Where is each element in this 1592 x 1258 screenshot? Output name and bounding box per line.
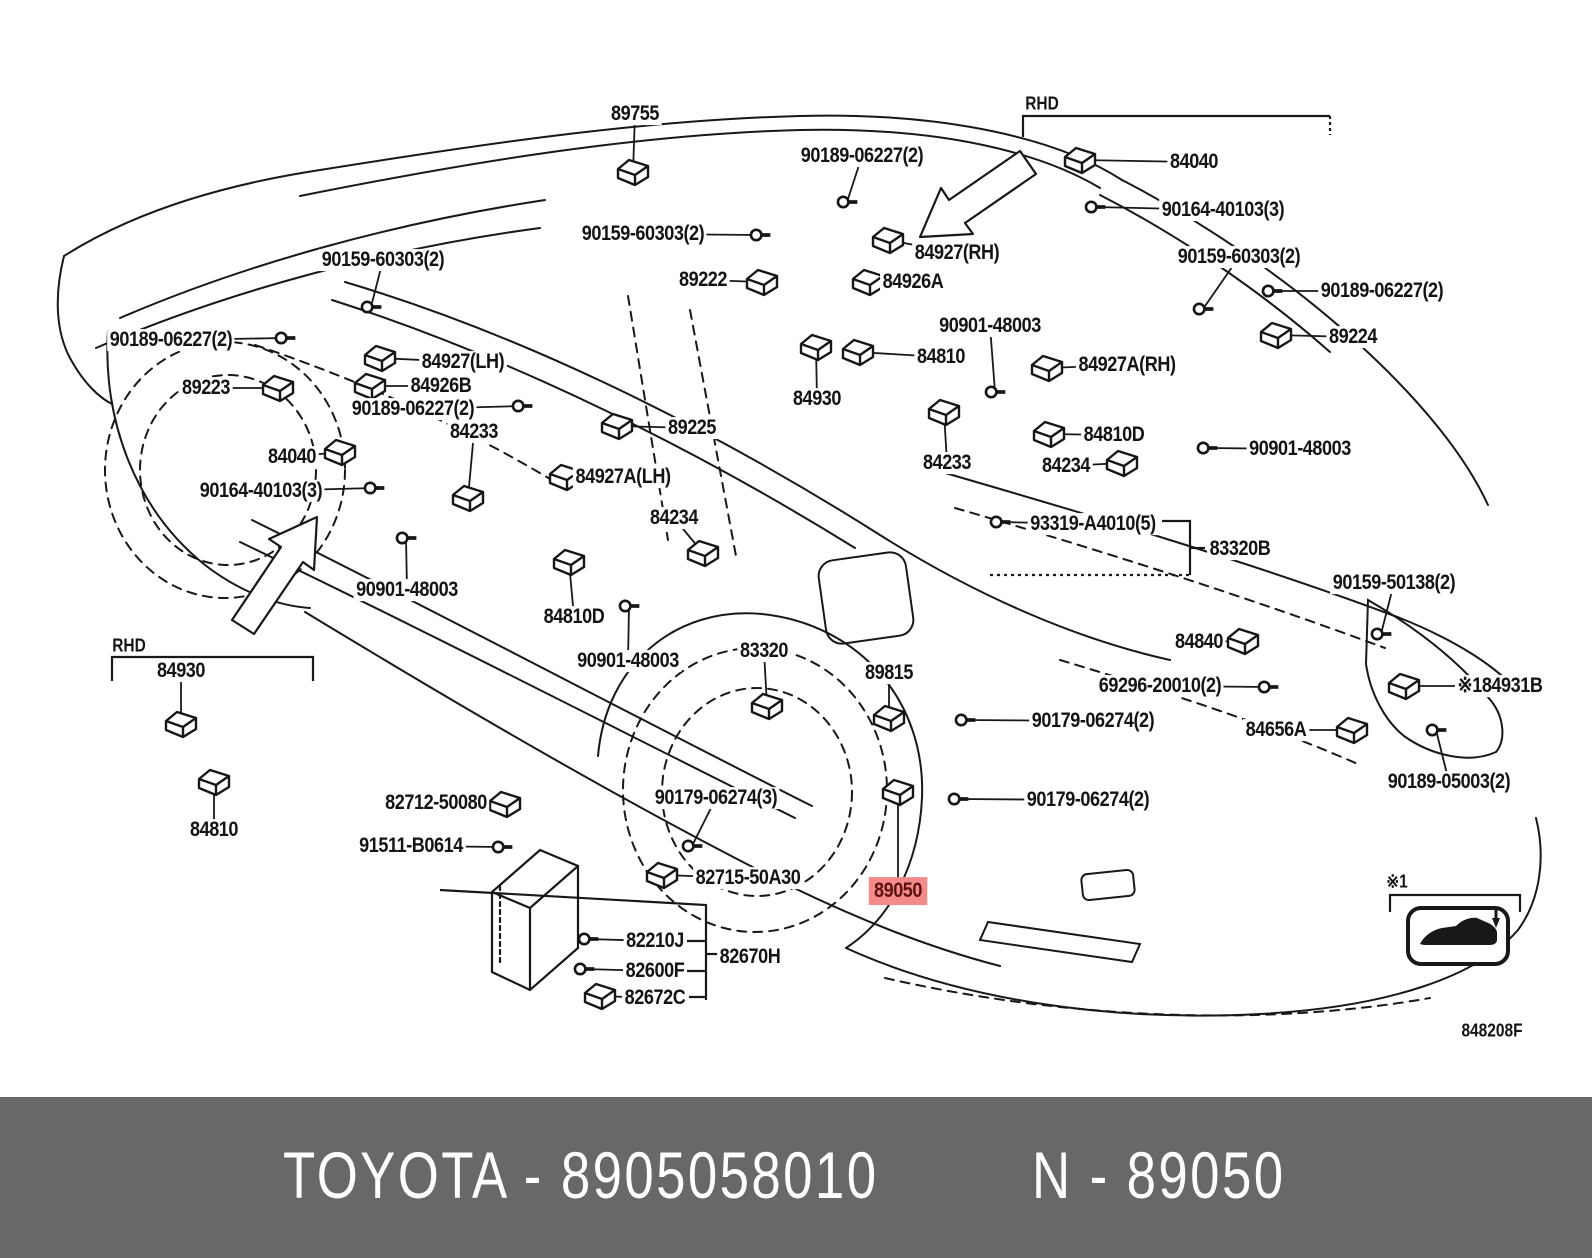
part-label-84234[interactable]: 84234 xyxy=(647,507,701,529)
part-label-89222[interactable]: 89222 xyxy=(676,269,730,291)
part-label-84926a[interactable]: 84926A xyxy=(880,271,946,293)
part-label-84927alh[interactable]: 84927A(LH) xyxy=(572,466,674,488)
direction-arrow-icon xyxy=(230,149,1038,636)
part-label-184931b[interactable]: ※184931B xyxy=(1454,675,1546,697)
part-label-84927rh[interactable]: 84927(RH) xyxy=(912,242,1002,264)
part-label-84927lh[interactable]: 84927(LH) xyxy=(419,351,507,373)
part-label-90159603032[interactable]: 90159-60303(2) xyxy=(1175,246,1303,268)
part-label-90179062743[interactable]: 90179-06274(3) xyxy=(652,787,780,809)
part-label-84926b[interactable]: 84926B xyxy=(408,375,474,397)
footer-part-number: TOYOTA - 8905058010 xyxy=(283,1137,879,1212)
part-label-82670h[interactable]: 82670H xyxy=(717,946,783,968)
part-label-9090148003[interactable]: 90901-48003 xyxy=(353,579,461,601)
part-label-89225[interactable]: 89225 xyxy=(665,417,719,439)
part-label-90164401033[interactable]: 90164-40103(3) xyxy=(1159,199,1287,221)
part-label-90179062742[interactable]: 90179-06274(2) xyxy=(1029,710,1157,732)
part-label-89815[interactable]: 89815 xyxy=(862,662,916,684)
part-label-82600f[interactable]: 82600F xyxy=(623,960,687,982)
part-label-84233[interactable]: 84233 xyxy=(920,452,974,474)
part-label-84810d[interactable]: 84810D xyxy=(1081,424,1147,446)
part-label-90189062272[interactable]: 90189-06227(2) xyxy=(107,329,235,351)
part-label-84234[interactable]: 84234 xyxy=(1039,455,1093,477)
part-label-8271550a30[interactable]: 82715-50A30 xyxy=(693,867,803,889)
part-label-90159603032[interactable]: 90159-60303(2) xyxy=(319,249,447,271)
part-label-89224[interactable]: 89224 xyxy=(1326,326,1380,348)
part-label-82672c[interactable]: 82672C xyxy=(622,987,688,1009)
part-label-rhd: RHD xyxy=(112,635,146,656)
part-label-91511b0614[interactable]: 91511-B0614 xyxy=(356,835,466,857)
part-label-8271250080[interactable]: 82712-50080 xyxy=(382,792,490,814)
part-label-90179062742[interactable]: 90179-06274(2) xyxy=(1024,789,1152,811)
part-label-89050-highlighted[interactable]: 89050 xyxy=(868,877,928,905)
part-label-90189050032[interactable]: 90189-05003(2) xyxy=(1385,771,1513,793)
footer-part-code: N - 89050 xyxy=(1032,1137,1286,1212)
part-label-rhd: RHD xyxy=(1025,93,1059,114)
part-label-84930[interactable]: 84930 xyxy=(790,388,844,410)
part-label-84930[interactable]: 84930 xyxy=(154,660,208,682)
part-label-93319a40105[interactable]: 93319-A4010(5) xyxy=(1027,513,1159,535)
part-label-84810[interactable]: 84810 xyxy=(187,819,241,841)
part-label-69296200102[interactable]: 69296-20010(2) xyxy=(1096,675,1224,697)
part-label-90189062272[interactable]: 90189-06227(2) xyxy=(1318,280,1446,302)
part-label-89223[interactable]: 89223 xyxy=(179,377,233,399)
part-label-82210j[interactable]: 82210J xyxy=(623,930,687,952)
part-label-9090148003[interactable]: 90901-48003 xyxy=(574,650,682,672)
part-label-90159501382[interactable]: 90159-50138(2) xyxy=(1330,572,1458,594)
part-label-84040[interactable]: 84040 xyxy=(1167,151,1221,173)
part-label-90189062272[interactable]: 90189-06227(2) xyxy=(798,145,926,167)
part-label-84810[interactable]: 84810 xyxy=(914,346,968,368)
part-label-9090148003[interactable]: 90901-48003 xyxy=(1246,438,1354,460)
part-label-90159603032[interactable]: 90159-60303(2) xyxy=(579,223,707,245)
part-label-90189062272[interactable]: 90189-06227(2) xyxy=(349,398,477,420)
part-label-848208f: 848208F xyxy=(1461,1020,1523,1041)
part-label-84040[interactable]: 84040 xyxy=(265,446,319,468)
part-label-83320[interactable]: 83320 xyxy=(737,640,791,662)
part-label-84810d[interactable]: 84810D xyxy=(541,606,607,628)
part-label-84927arh[interactable]: 84927A(RH) xyxy=(1075,354,1179,376)
part-label-90164401033[interactable]: 90164-40103(3) xyxy=(197,480,325,502)
part-label-9090148003[interactable]: 90901-48003 xyxy=(936,315,1044,337)
footer-bar: TOYOTA - 8905058010 N - 89050 xyxy=(0,1097,1592,1258)
part-label-83320b[interactable]: 83320B xyxy=(1207,538,1273,560)
car-down-icon xyxy=(1406,906,1510,966)
part-label-84233[interactable]: 84233 xyxy=(447,421,501,443)
part-label-84840[interactable]: 84840 xyxy=(1172,631,1226,653)
car-body-outline xyxy=(56,114,1542,1017)
part-label-1: ※1 xyxy=(1386,871,1408,892)
part-label-89755[interactable]: 89755 xyxy=(608,103,662,125)
part-label-84656a[interactable]: 84656A xyxy=(1243,719,1309,741)
grouping-brackets xyxy=(110,114,1522,1000)
